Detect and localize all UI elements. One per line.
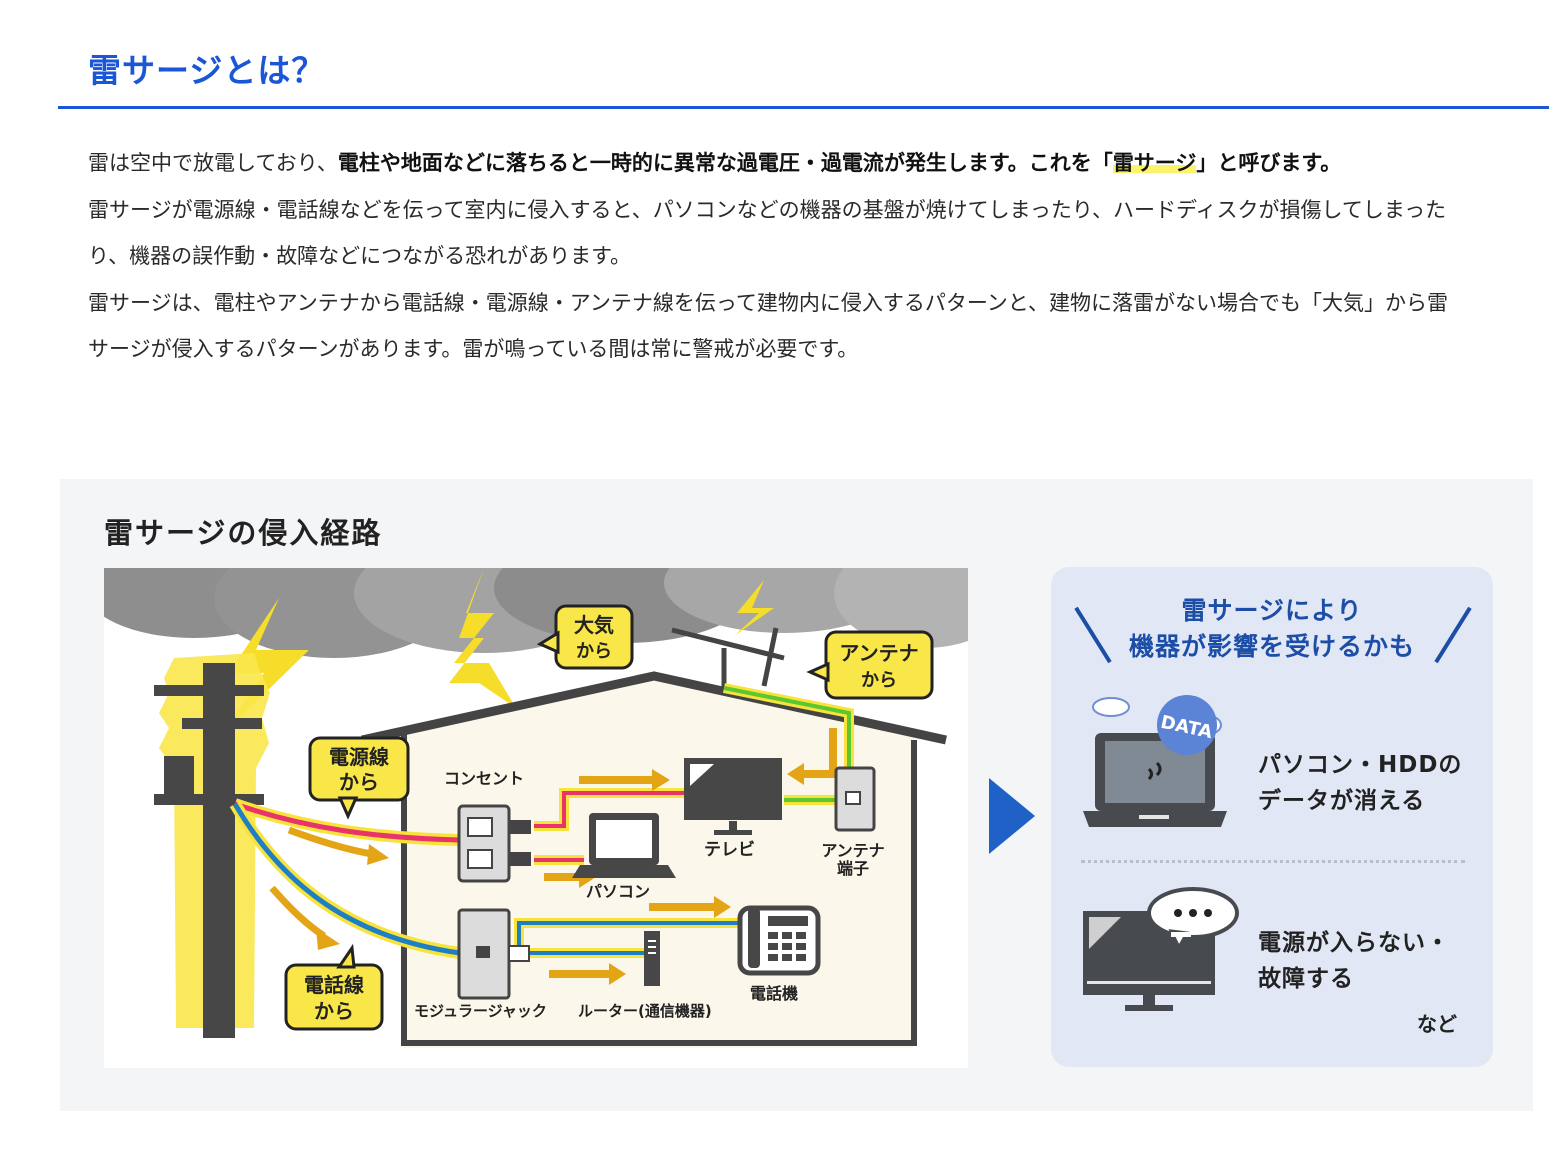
callout-phone-line: 電話線 から [284, 943, 384, 1031]
callout-antenna-line2: から [861, 670, 897, 691]
label-antenna-terminal-1: アンテナ [821, 841, 884, 860]
effect-item-malfunction: 電源が入らない・ 故障する [1258, 925, 1450, 997]
intro-paragraph-3: 雷サージは、電柱やアンテナから電話線・電源線・アンテナ線を伝って建物内に侵入する… [88, 290, 1448, 362]
label-router: ルーター(通信機器) [578, 1002, 712, 1020]
callout-power-line: 電源線 から [308, 736, 410, 820]
page-title: 雷サージとは？ [88, 51, 326, 90]
label-telephone: 電話機 [750, 984, 798, 1003]
effects-title-line1: 雷サージにより [1181, 596, 1363, 625]
effect-item-data-loss: パソコン・HDDの データが消える [1258, 747, 1462, 819]
intro-bold-end: 」と呼びます。 [1196, 151, 1342, 175]
surge-route-illustration: 電源線 から 電話線 から 大気 から アンテナ から コンセント テレビ アン… [104, 568, 968, 1068]
intro-bold: 電柱や地面などに落ちると一時的に異常な過電圧・過電流が発生します。これを「 [337, 151, 1113, 175]
callout-phone-line-line2: から [314, 999, 354, 1023]
etc-label: など [1417, 1012, 1457, 1036]
lightning-bolt-atmosphere [449, 568, 516, 708]
label-tv: テレビ [704, 840, 755, 860]
callout-antenna: アンテナ から [806, 630, 934, 700]
utility-pole [154, 663, 264, 1038]
lightning-bolt-pole [219, 598, 309, 738]
effect-item-data-loss-line2: データが消える [1258, 788, 1426, 814]
effect-item-malfunction-line1: 電源が入らない・ [1258, 930, 1450, 956]
callout-antenna-line1: アンテナ [839, 641, 918, 665]
effects-card: 雷サージにより 機器が影響を受けるかも DATA パソコン・HDDの データが消… [1051, 567, 1493, 1067]
callout-atmosphere: 大気 から [536, 604, 634, 670]
flow-arrows [269, 728, 837, 985]
effect-item-data-loss-line1: パソコン・HDDの [1258, 752, 1463, 778]
laptop-icon [572, 813, 676, 878]
label-modular-jack: モジュラージャック [414, 1002, 547, 1020]
intro-paragraph-1: 雷は空中で放電しており、電柱や地面などに落ちると一時的に異常な過電圧・過電流が発… [88, 140, 1448, 187]
intro-paragraph-2: 雷サージが電源線・電話線などを伝って室内に侵入すると、パソコンなどの機器の基盤が… [88, 197, 1447, 269]
label-outlet: コンセント [444, 769, 524, 788]
antenna-terminal [834, 766, 876, 832]
title-underline [58, 106, 1549, 109]
dotted-divider [1081, 860, 1465, 863]
intro-text: 雷は空中で放電しており、電柱や地面などに落ちると一時的に異常な過電圧・過電流が発… [88, 140, 1448, 373]
telephone-icon [737, 905, 821, 976]
label-pc: パソコン [586, 882, 650, 901]
callout-atmosphere-line1: 大気 [574, 613, 614, 637]
effect-item-malfunction-line2: 故障する [1258, 966, 1354, 992]
callout-atmosphere-line2: から [576, 641, 612, 662]
tv-icon [684, 758, 782, 835]
laptop-data-loss-icon: DATA [1083, 695, 1227, 827]
tv-malfunction-icon [1083, 887, 1239, 1011]
router-icon [644, 931, 660, 986]
callout-phone-line-line1: 電話線 [304, 973, 364, 997]
highlighted-term: 雷サージ [1112, 151, 1197, 175]
callout-power-line-line1: 電源線 [329, 745, 389, 769]
next-arrow-icon [989, 778, 1035, 854]
effects-title-line2: 機器が影響を受けるかも [1128, 632, 1415, 661]
lightning-bolt-antenna [734, 580, 774, 636]
tv-antenna [671, 627, 785, 688]
label-antenna-terminal-2: 端子 [837, 859, 869, 878]
power-outlet [457, 804, 531, 883]
intro-plain: 雷は空中で放電しており、 [88, 151, 338, 175]
effects-title: 雷サージにより 機器が影響を受けるかも [1051, 593, 1493, 665]
callout-power-line-line2: から [339, 770, 379, 794]
diagram-title: 雷サージの侵入経路 [104, 516, 383, 550]
modular-jack [457, 908, 530, 1000]
